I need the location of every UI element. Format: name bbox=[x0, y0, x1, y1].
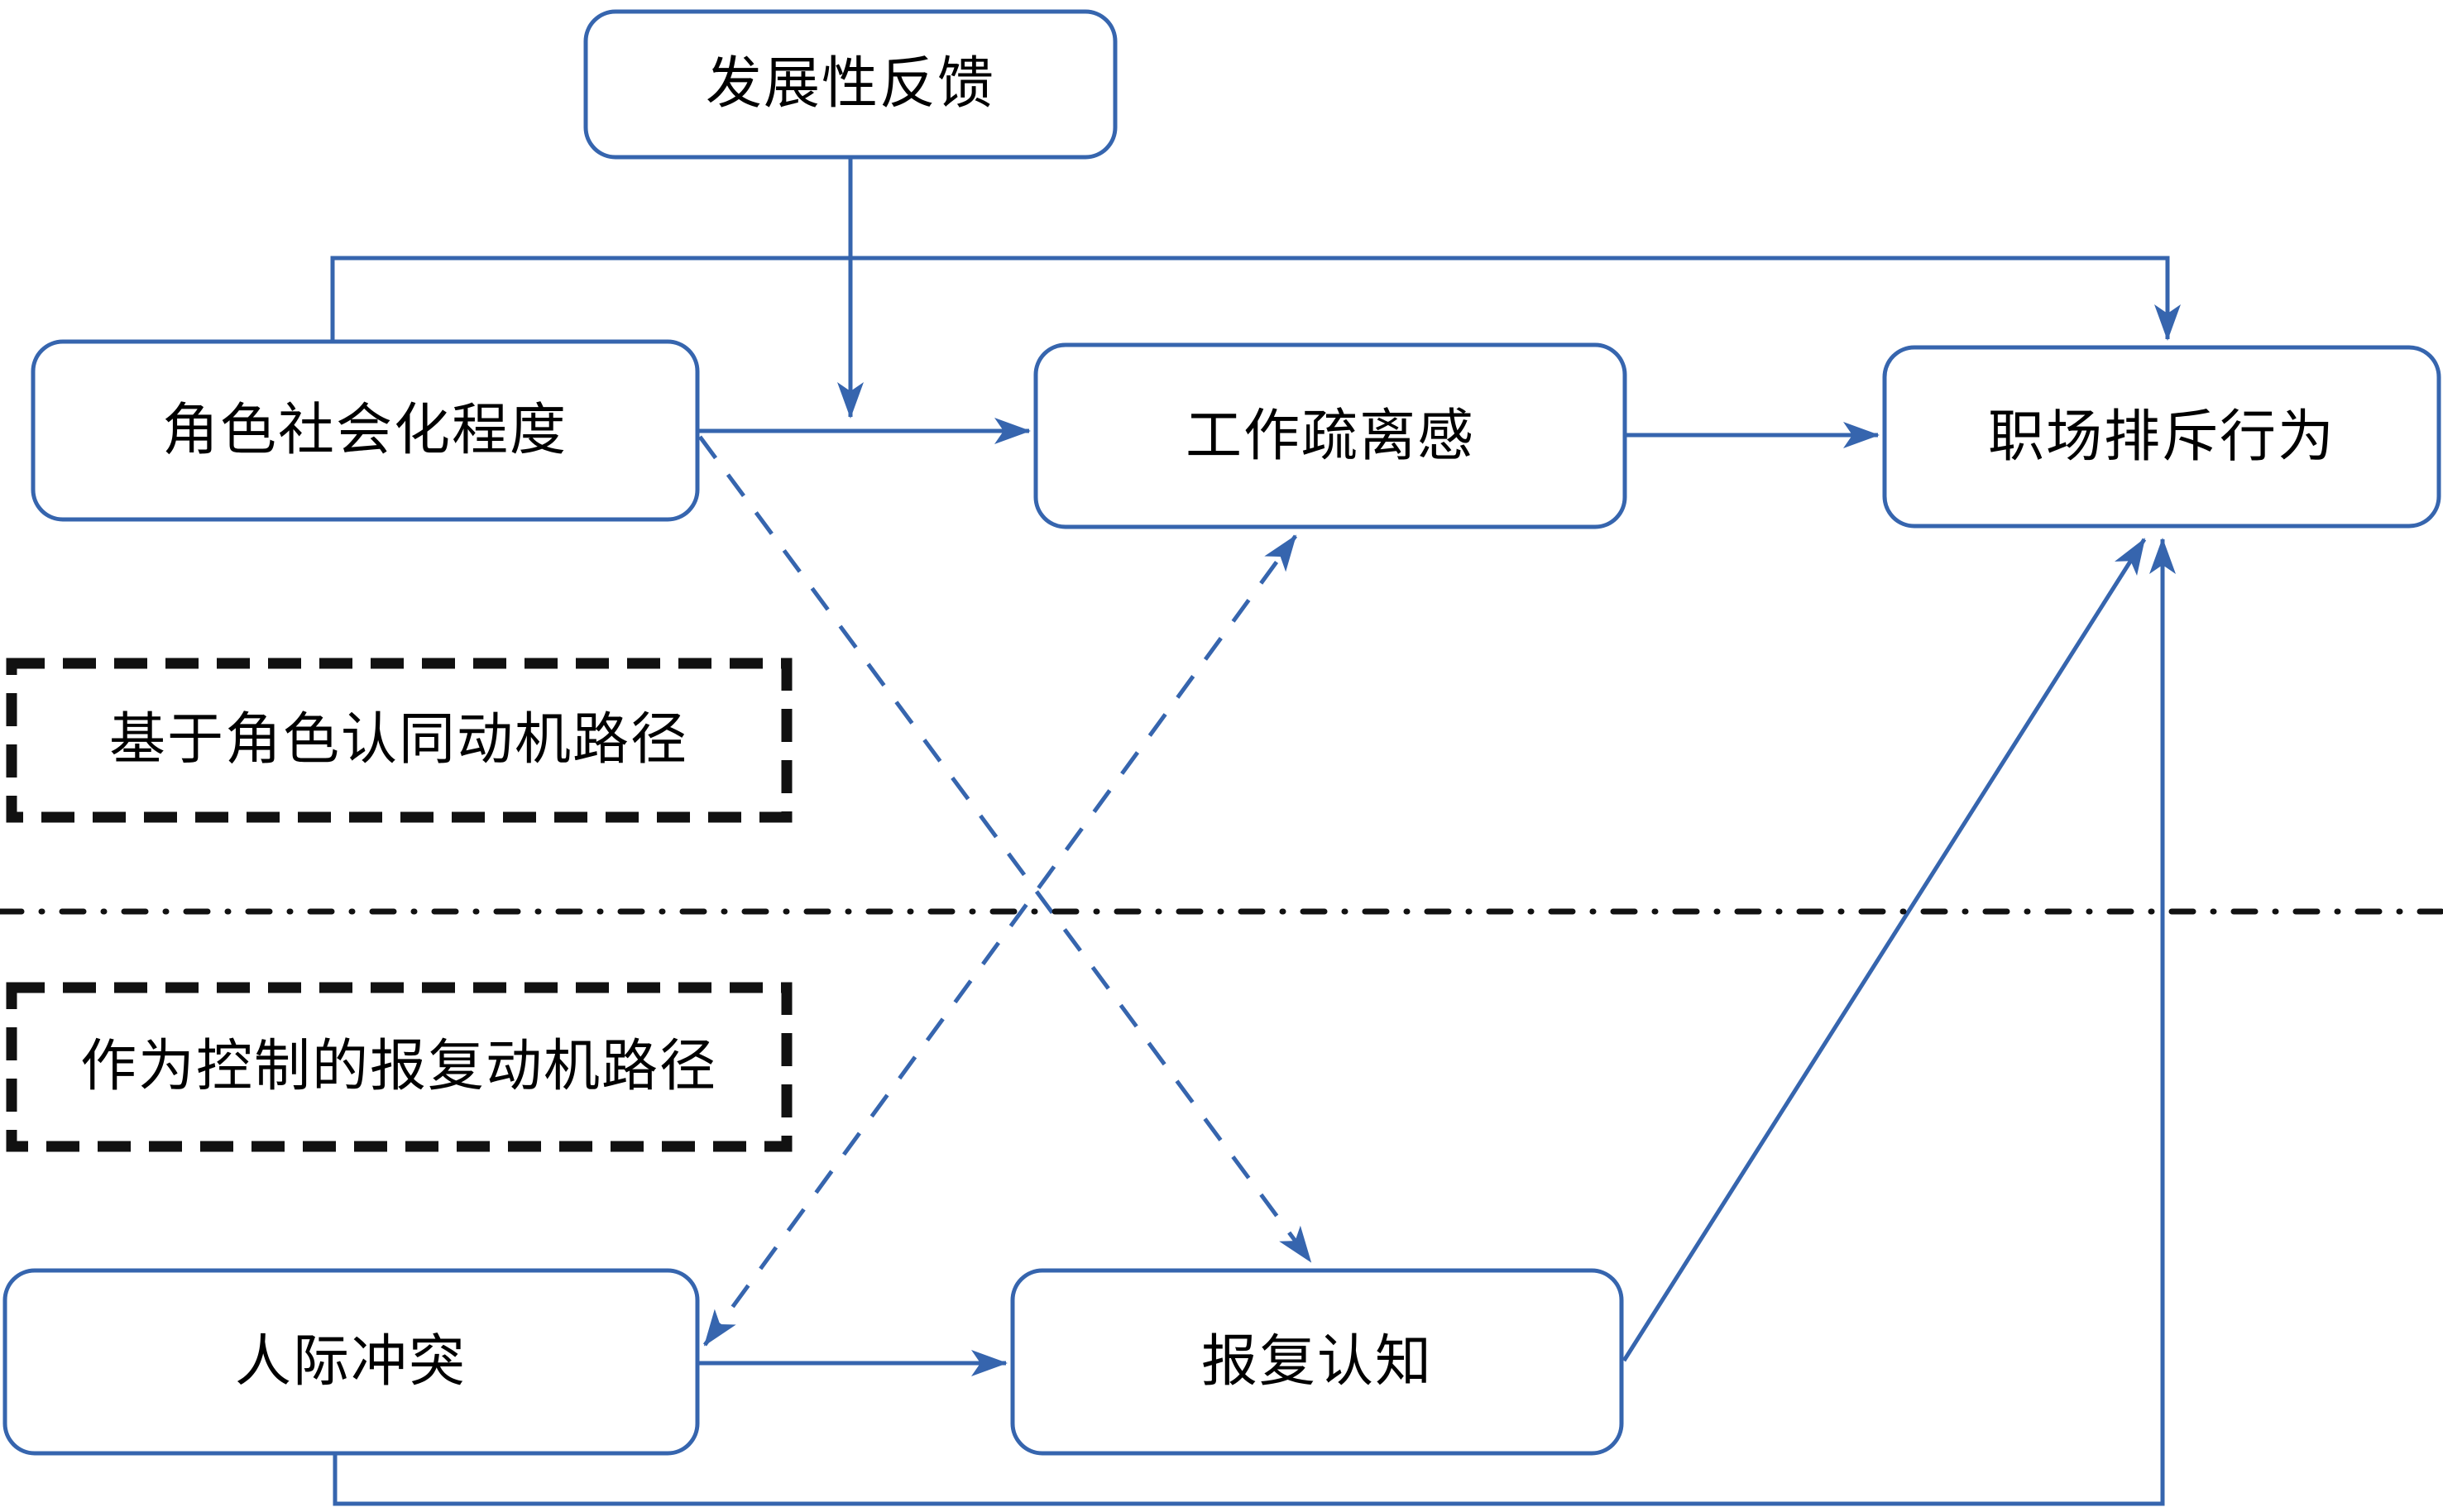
section-box-role-identity-path bbox=[6, 658, 793, 823]
label-section-role-identity-path: 基于角色认同动机路径 bbox=[108, 707, 689, 771]
section-box-revenge-control-path bbox=[6, 982, 793, 1152]
node-box-interpersonal-conflict bbox=[2, 1268, 700, 1456]
label-workplace-exclusion: 职场排斥行为 bbox=[1987, 404, 2336, 468]
edge-conflict-alienation-dashed bbox=[702, 534, 1298, 1347]
edge-role-to-exclusion-top-route bbox=[330, 256, 2181, 342]
label-work-alienation: 工作疏离感 bbox=[1185, 404, 1476, 467]
node-box-feedback bbox=[583, 9, 1118, 160]
node-box-work-alienation bbox=[1033, 342, 1627, 529]
edge-revenge-to-exclusion bbox=[1621, 538, 2147, 1362]
label-feedback: 发展性反馈 bbox=[705, 51, 996, 115]
edge-conflict-to-exclusion-bottom-route bbox=[333, 538, 2176, 1506]
node-box-workplace-exclusion bbox=[1882, 345, 2441, 529]
node-box-revenge-cognition bbox=[1010, 1268, 1624, 1456]
label-interpersonal-conflict: 人际冲突 bbox=[234, 1329, 467, 1393]
label-revenge-cognition: 报复认知 bbox=[1200, 1329, 1434, 1393]
label-section-revenge-control-path: 作为控制的报复动机路径 bbox=[79, 1034, 718, 1098]
node-box-role-socialization bbox=[31, 339, 700, 522]
label-role-socialization: 角色社会化程度 bbox=[161, 398, 568, 462]
